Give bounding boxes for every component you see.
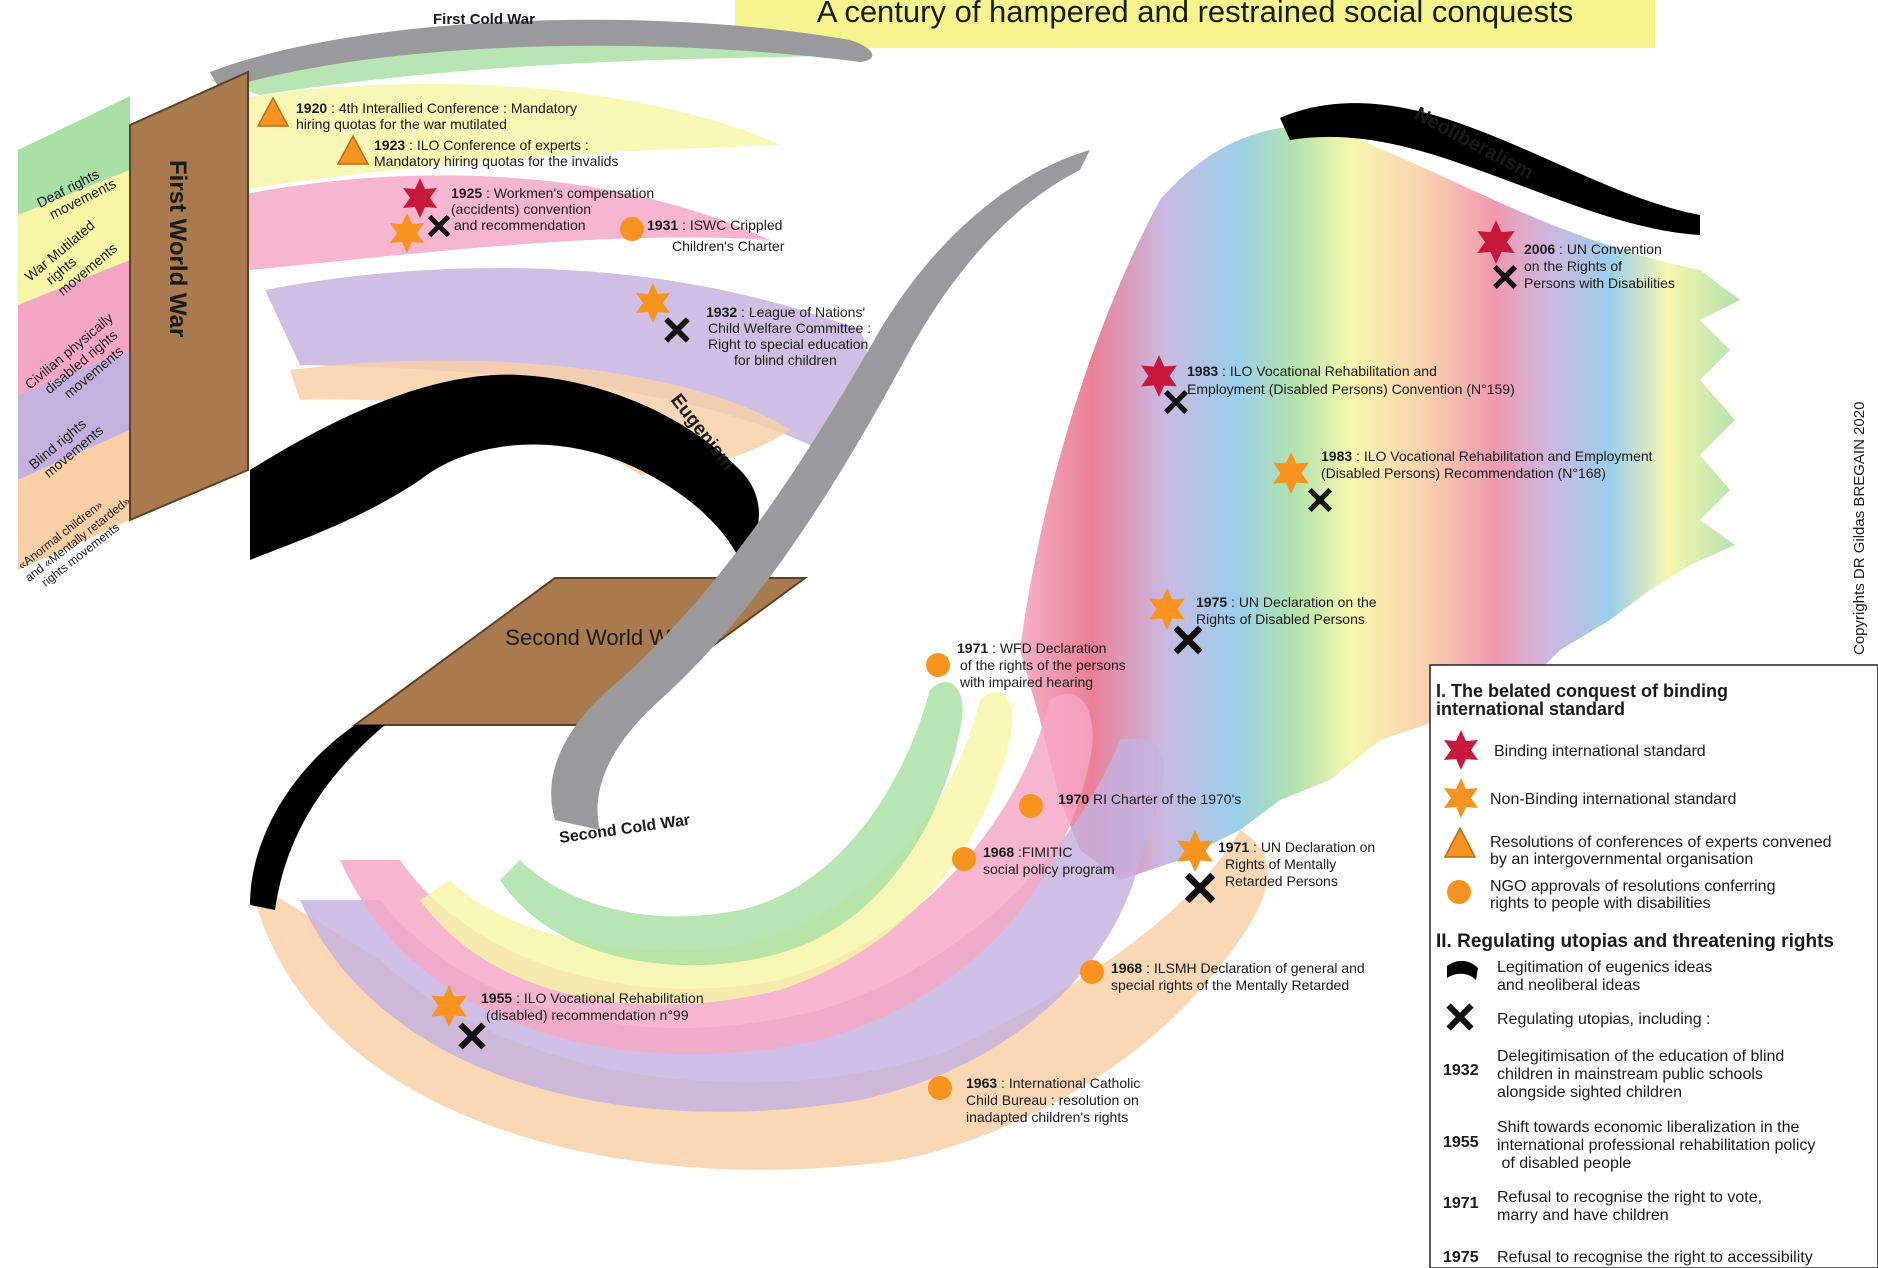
ngo-dot-icon: [928, 1076, 952, 1100]
ngo-dot-icon: [620, 217, 644, 241]
ngo-dot-icon: [952, 847, 976, 871]
triangle-icon: [256, 96, 290, 127]
event-1955: 1955 : ILO Vocational Rehabilitation(dis…: [481, 990, 704, 1023]
ngo-dot-icon: [1080, 960, 1104, 984]
event-1983-convention: 1983 : ILO Vocational Rehabilitation and…: [1187, 363, 1515, 397]
legend-binding-label: Binding international standard: [1494, 743, 1706, 760]
legend-item-year: 1932: [1443, 1062, 1479, 1079]
first-cold-war-label: First Cold War: [433, 11, 535, 28]
ribbon-deaf-lower: [500, 682, 963, 966]
legend-regulating-label: Regulating utopias, including :: [1497, 1011, 1710, 1028]
triangle-icon: [1443, 826, 1477, 858]
first-world-war-band: [129, 70, 249, 522]
first-world-war-label: First World War: [164, 160, 191, 337]
copyright-text: Copyrights DR Gildas BREGAIN 2020: [1851, 402, 1868, 655]
ngo-dot-icon: [1019, 794, 1043, 818]
eugenism-band-lower: [250, 725, 385, 910]
ribbon-civilian-upper: [240, 175, 770, 270]
wedge-deaf: [18, 96, 130, 215]
lower-ribbons: [250, 682, 1268, 1170]
markers: [256, 96, 1517, 1100]
triangle-icon: [336, 134, 370, 165]
event-1970: 1970 RI Charter of the 1970's: [1058, 791, 1241, 807]
swoosh-icon: [1447, 960, 1478, 980]
page-title: A century of hampered and restrained soc…: [817, 0, 1574, 29]
wedge-mental: [18, 430, 130, 570]
legend-resolutions-label: Resolutions of conferences of experts co…: [1490, 834, 1832, 868]
rainbow-wing: [1020, 126, 1740, 880]
ribbon-mental-lower: [250, 830, 1268, 1170]
legend-item-text: Shift towards economic liberalization in…: [1497, 1119, 1815, 1172]
legend-box: [1429, 664, 1878, 1268]
first-cold-war-band: [210, 19, 873, 90]
legend-item-year: 1955: [1443, 1134, 1479, 1151]
legend-section-2-title: II. Regulating utopias and threatening r…: [1436, 931, 1834, 952]
ribbon-war-lower: [420, 692, 1013, 1005]
event-1983-recommendation: 1983 : ILO Vocational Rehabilitation and…: [1321, 448, 1653, 481]
neoliberalism-band: [1280, 103, 1700, 235]
event-1920: 1920 : 4th Interallied Conference : Mand…: [296, 100, 577, 132]
title-banner: A century of hampered and restrained soc…: [735, 0, 1655, 48]
event-1925: 1925 : Workmen's compensation(accidents)…: [451, 185, 654, 233]
event-1932: 1932 : League of Nations'Child Welfare C…: [706, 304, 871, 368]
second-cold-war-band: [551, 150, 1090, 830]
legend-item-text: Delegitimisation of the education of bli…: [1497, 1048, 1784, 1101]
legend-nonbinding-label: Non-Binding international standard: [1490, 791, 1736, 808]
legend-item-year: 1975: [1443, 1249, 1479, 1266]
event-1923: 1923 : ILO Conference of experts :Mandat…: [374, 137, 618, 169]
wedge-blind: [18, 350, 130, 480]
legend-item-year: 1971: [1443, 1195, 1479, 1212]
ngo-dot-icon: [1447, 880, 1471, 904]
eugenism-band: [250, 374, 759, 560]
title-background: [735, 0, 1655, 48]
legend-item-text: Refusal to recognise the right to vote,m…: [1497, 1189, 1762, 1224]
ngo-dot-icon: [926, 653, 950, 677]
movements-wedge: [18, 96, 130, 570]
event-labels: 1920 : 4th Interallied Conference : Mand…: [296, 100, 1675, 1125]
legend-item-text: Refusal to recognise the right to access…: [1497, 1249, 1813, 1266]
